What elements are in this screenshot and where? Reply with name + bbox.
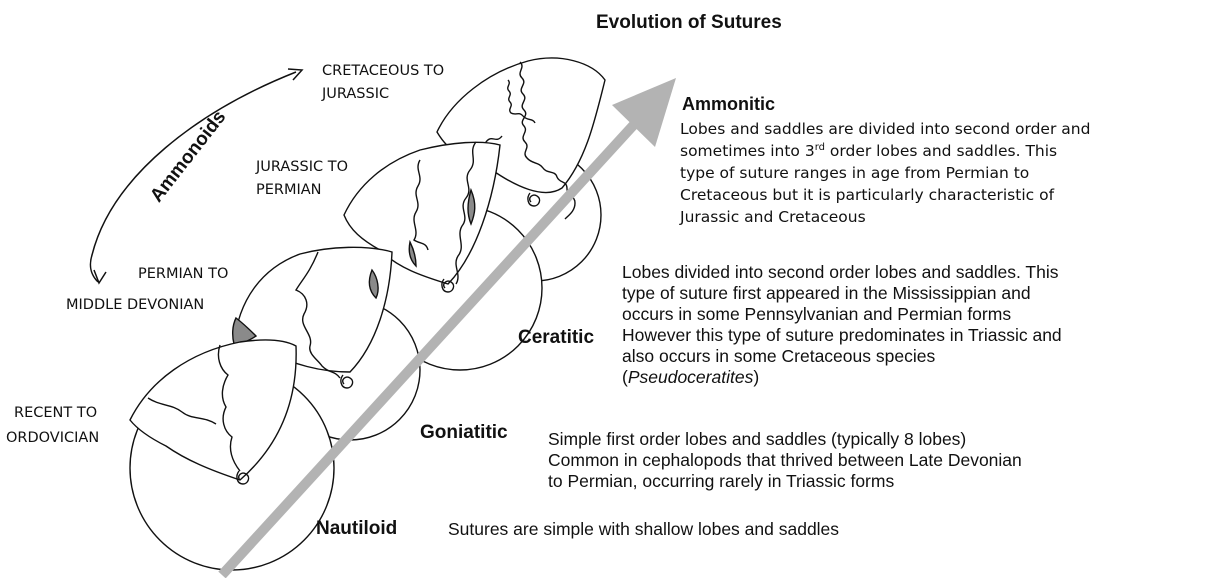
age-line: JURASSIC TO — [256, 156, 348, 179]
nautiloid-heading: Nautiloid — [316, 519, 397, 538]
desc-line: (Pseudoceratites) — [622, 367, 1062, 388]
desc-line: Simple first order lobes and saddles (ty… — [548, 429, 1022, 450]
age-line: PERMIAN — [256, 179, 348, 202]
age-line: RECENT TO — [14, 402, 97, 425]
ammonitic-description: Lobes and saddles are divided into secon… — [680, 118, 1090, 228]
desc-line: Lobes divided into second order lobes an… — [622, 262, 1062, 283]
goniatitic-description: Simple first order lobes and saddles (ty… — [548, 429, 1022, 492]
ceratitic-description: Lobes divided into second order lobes an… — [622, 262, 1062, 388]
ammonitic-heading: Ammonitic — [682, 95, 775, 113]
goniatitic-heading: Goniatitic — [420, 423, 508, 442]
age-line: ORDOVICIAN — [6, 427, 99, 450]
desc-line: sometimes into 3rd order lobes and saddl… — [680, 140, 1090, 162]
species-name: Pseudoceratites — [628, 367, 754, 387]
desc-line: type of suture first appeared in the Mis… — [622, 283, 1062, 304]
age-label-permian-middle-devonian-2: MIDDLE DEVONIAN — [66, 294, 204, 317]
age-label-cretaceous-jurassic: CRETACEOUS TO JURASSIC — [322, 60, 444, 106]
nautiloid-description: Sutures are simple with shallow lobes an… — [448, 519, 839, 540]
age-line: PERMIAN TO — [138, 263, 228, 286]
age-line: MIDDLE DEVONIAN — [66, 294, 204, 317]
ceratitic-heading: Ceratitic — [518, 328, 594, 347]
age-line: CRETACEOUS TO — [322, 60, 444, 83]
desc-line: Jurassic and Cretaceous — [680, 206, 1090, 228]
diagram-title: Evolution of Sutures — [596, 13, 782, 32]
desc-line: Common in cephalopods that thrived betwe… — [548, 450, 1022, 471]
desc-line: type of suture ranges in age from Permia… — [680, 162, 1090, 184]
desc-line: to Permian, occurring rarely in Triassic… — [548, 471, 1022, 492]
age-label-jurassic-permian: JURASSIC TO PERMIAN — [256, 156, 348, 202]
desc-line: occurs in some Pennsylvanian and Permian… — [622, 304, 1062, 325]
age-label-recent-ordovician-2: ORDOVICIAN — [6, 427, 99, 450]
desc-line: However this type of suture predominates… — [622, 325, 1062, 346]
desc-line: Cretaceous but it is particularly charac… — [680, 184, 1090, 206]
desc-line: also occurs in some Cretaceous species — [622, 346, 1062, 367]
age-line: JURASSIC — [322, 83, 444, 106]
desc-line: Lobes and saddles are divided into secon… — [680, 118, 1090, 140]
desc-line: Sutures are simple with shallow lobes an… — [448, 519, 839, 540]
age-label-recent-ordovician: RECENT TO — [14, 402, 97, 425]
age-label-permian-middle-devonian: PERMIAN TO — [138, 263, 228, 286]
